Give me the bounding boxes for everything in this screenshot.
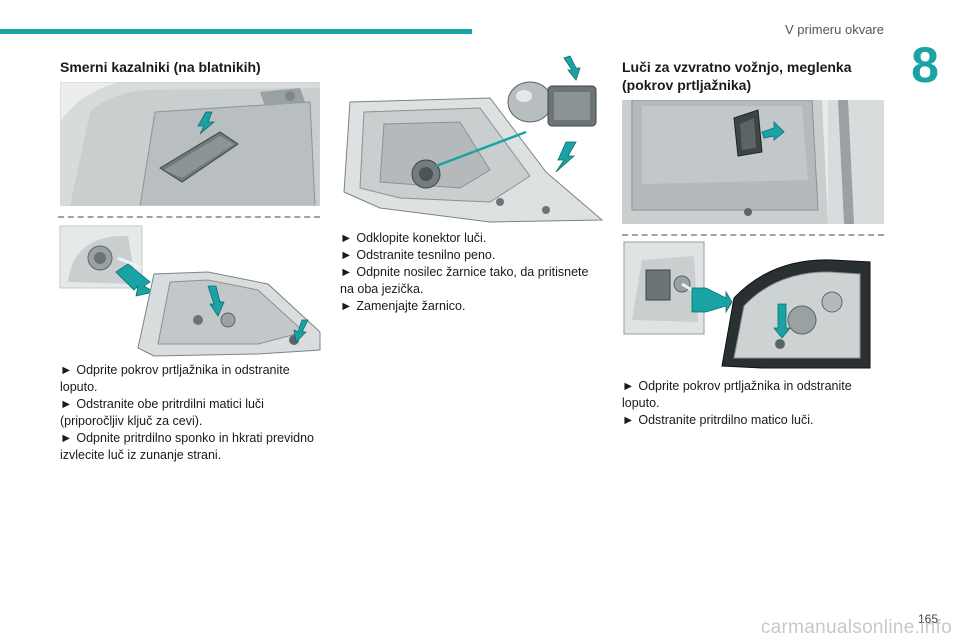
column-3: Luči za vzvratno vožnjo, meglenka(pokrov… bbox=[622, 58, 892, 94]
bullet-icon: ► bbox=[60, 363, 73, 377]
header-accent-bar bbox=[0, 29, 472, 34]
col1-step-2: ►Odstranite obe pritrdilni matici luči (… bbox=[60, 397, 264, 428]
bullet-icon: ► bbox=[340, 231, 353, 245]
col3-step-1: ►Odprite pokrov prtljažnika in odstranit… bbox=[622, 379, 852, 410]
illustration-tailgate bbox=[622, 100, 884, 224]
col3-step-2: ►Odstranite pritrdilno matico luči. bbox=[622, 413, 814, 427]
col2-step-1: ►Odklopite konektor luči. bbox=[340, 231, 487, 245]
bullet-icon: ► bbox=[622, 413, 635, 427]
illustration-rear-lamp-nut bbox=[623, 241, 871, 369]
col1-heading: Smerni kazalniki (na blatnikih) bbox=[60, 59, 261, 75]
chapter-number: 8 bbox=[911, 37, 939, 93]
watermark: carmanualsonline.info bbox=[760, 617, 952, 638]
bullet-icon: ► bbox=[340, 248, 353, 262]
bullet-icon: ► bbox=[340, 299, 353, 313]
section-title: V primeru okvare bbox=[785, 22, 884, 37]
divider-1 bbox=[58, 216, 320, 218]
column-1: Smerni kazalniki (na blatnikih) bbox=[60, 58, 322, 76]
page-number: 165 bbox=[917, 612, 938, 626]
illustration-lamp-removal bbox=[59, 225, 321, 357]
illustration-bulb-holder bbox=[343, 55, 604, 223]
bullet-icon: ► bbox=[60, 397, 73, 411]
col1-instructions: ►Odprite pokrov prtljažnika in odstranit… bbox=[60, 362, 322, 464]
col1-step-1: ►Odprite pokrov prtljažnika in odstranit… bbox=[60, 363, 290, 394]
illustration-trunk-panel bbox=[60, 82, 320, 206]
col1-step-3: ►Odpnite pritrdilno sponko in hkrati pre… bbox=[60, 431, 315, 462]
col3-heading: Luči za vzvratno vožnjo, meglenka(pokrov… bbox=[622, 59, 852, 93]
bullet-icon: ► bbox=[622, 379, 635, 393]
col2-step-4: ►Zamenjajte žarnico. bbox=[340, 299, 466, 313]
col2-step-3: ►Odpnite nosilec žarnice tako, da pritis… bbox=[340, 265, 589, 296]
col2-instructions: ►Odklopite konektor luči. ►Odstranite te… bbox=[340, 230, 604, 315]
bullet-icon: ► bbox=[60, 431, 73, 445]
col2-step-2: ►Odstranite tesnilno peno. bbox=[340, 248, 496, 262]
bullet-icon: ► bbox=[340, 265, 353, 279]
col3-instructions: ►Odprite pokrov prtljažnika in odstranit… bbox=[622, 378, 884, 429]
divider-2 bbox=[622, 234, 884, 236]
